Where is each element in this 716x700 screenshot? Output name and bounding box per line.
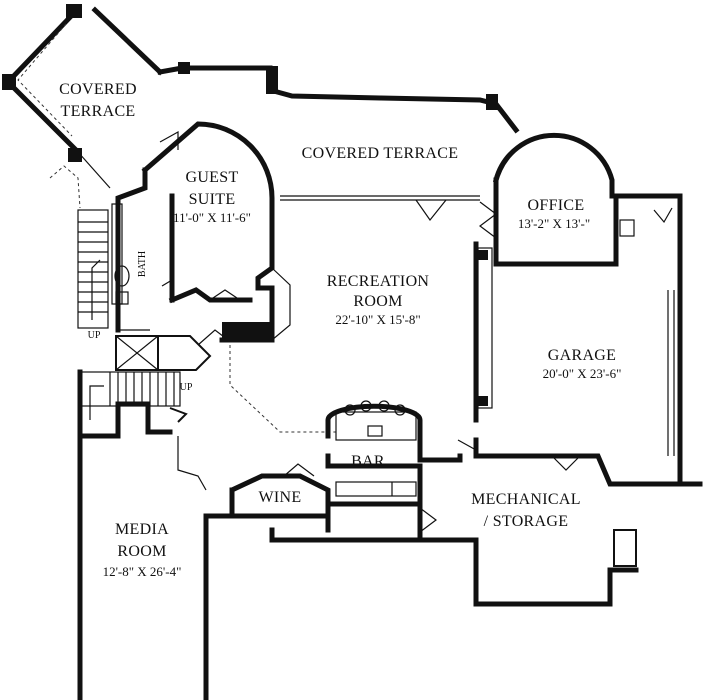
media-room-dim: 12'-8" X 26'-4": [103, 564, 182, 579]
bar-area: [325, 400, 463, 507]
garage-label: GARAGE: [548, 347, 616, 364]
stairs-up-label-2: UP: [180, 382, 193, 393]
garage-dim: 20'-0" X 23'-6": [543, 366, 622, 381]
covered-terrace-left-area: [2, 4, 164, 209]
recreation-room-label-1: RECREATION: [327, 273, 430, 290]
guest-suite-dim: 11'-0" X 11'-6": [173, 210, 251, 225]
office-area: [415, 132, 683, 483]
bar-label: BAR: [351, 453, 385, 470]
covered-terrace-left-label-2: TERRACE: [61, 103, 136, 120]
wine-area: [229, 463, 331, 519]
mechanical-storage-area: [417, 501, 437, 543]
office-label: OFFICE: [528, 197, 585, 214]
covered-terrace-top-label: COVERED TERRACE: [302, 145, 459, 162]
stairs-up-label-1: UP: [88, 330, 101, 341]
stairs-left: [77, 209, 109, 329]
mechanical-label-1: MECHANICAL: [471, 491, 581, 508]
media-room-label-2: ROOM: [117, 543, 166, 560]
wine-label: WINE: [259, 489, 302, 506]
recreation-room-label-2: ROOM: [353, 293, 402, 310]
bath-label: BATH: [137, 251, 148, 277]
stairs-center: [79, 371, 181, 420]
guest-suite-area: [115, 121, 291, 343]
covered-terrace-top-area: [157, 62, 520, 201]
covered-terrace-left-label-1: COVERED: [59, 81, 137, 98]
media-room-area: [77, 369, 639, 700]
closets: [115, 329, 229, 371]
recreation-room-dim: 22'-10" X 15'-8": [335, 312, 420, 327]
mechanical-label-2: / STORAGE: [484, 513, 569, 530]
garage-area: [457, 241, 703, 487]
guest-suite-label-1: GUEST: [185, 169, 238, 186]
recreation-room-area: [229, 345, 336, 433]
guest-suite-label-2: SUITE: [189, 191, 236, 208]
bath-area: [111, 203, 150, 331]
media-room-label-1: MEDIA: [115, 521, 169, 538]
office-dim: 13'-2" X 13'-": [518, 216, 590, 231]
